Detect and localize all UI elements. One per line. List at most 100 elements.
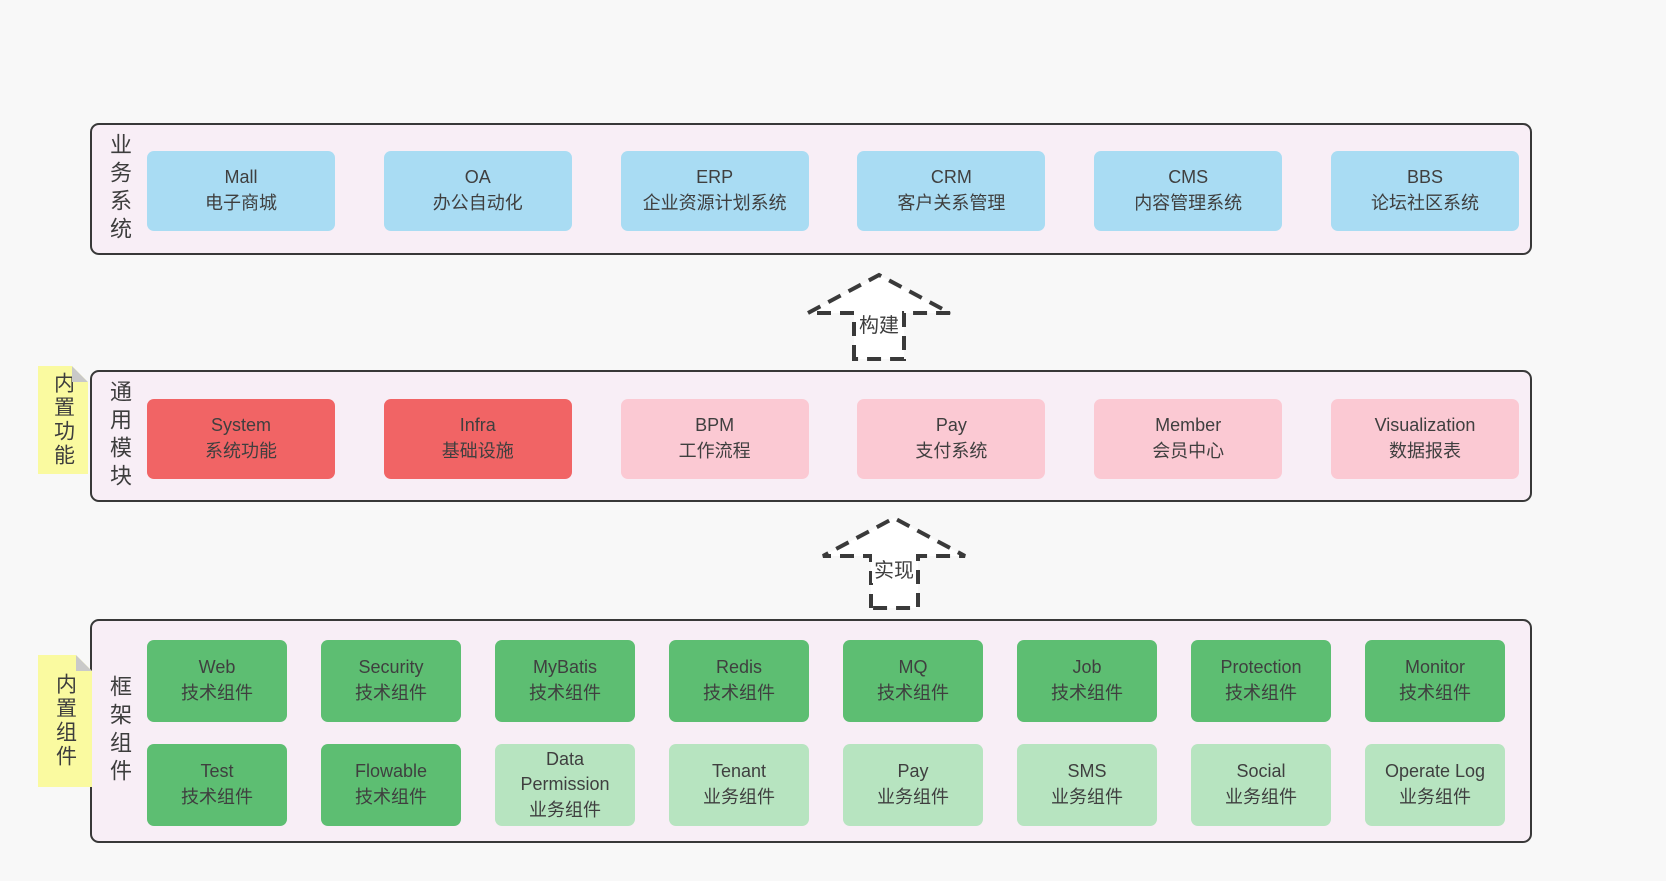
box-name: Redis [715,657,763,678]
box-name: Tenant [711,761,767,782]
band-business-systems: 业务系统 Mall 电子商城 OA 办公自动化 ERP 企业资源计划系统 CRM… [90,123,1532,255]
box-desc: 技术组件 [355,787,427,807]
box-name: ERP [696,167,734,188]
system-box-cms: CMS 内容管理系统 [1094,151,1283,231]
box-name: Infra [459,415,496,436]
box-name: Security [358,657,424,678]
box-name: Data Permission [520,748,610,795]
band-framework-components: 框架组件 Web 技术组件 Security 技术组件 MyBatis 技术组件… [90,619,1532,843]
box-name: Mall [224,167,258,188]
band-label-common-modules: 通用模块 [107,380,132,492]
box-desc: 业务组件 [1051,787,1123,807]
module-box-bpm: BPM 工作流程 [620,399,809,479]
box-name: CRM [930,167,972,188]
box-name: Test [200,761,234,782]
arrow-build: 构建 [805,271,953,361]
module-box-infra: Infra 基础设施 [383,399,572,479]
box-desc: 会员中心 [1152,441,1225,461]
sticky-note-builtin-features: 内置功能 [38,366,88,474]
box-desc: 内容管理系统 [1134,193,1243,213]
component-box-social: Social 业务组件 [1191,744,1331,826]
box-name: MyBatis [532,657,597,678]
box-name: Job [1072,657,1102,678]
box-desc: 办公自动化 [432,193,523,213]
box-name: Pay [935,415,967,436]
module-box-visualization: Visualization 数据报表 [1330,399,1519,479]
box-desc: 技术组件 [355,683,427,703]
box-desc: 技术组件 [181,787,253,807]
box-desc: 业务组件 [529,799,601,820]
sticky-note-builtin-components: 内置组件 [38,655,92,787]
component-box-tenant: Tenant 业务组件 [669,744,809,826]
system-box-crm: CRM 客户关系管理 [857,151,1046,231]
sticky-note-text: 内置组件 [53,673,77,769]
module-box-pay: Pay 支付系统 [857,399,1046,479]
system-box-oa: OA 办公自动化 [383,151,572,231]
box-desc: 业务组件 [703,787,775,807]
box-name: MQ [898,657,928,678]
component-box-redis: Redis 技术组件 [669,640,809,722]
box-name: Social [1236,761,1286,782]
sticky-note-text: 内置功能 [51,372,75,468]
arrow-implement: 实现 [820,514,968,610]
component-box-flowable: Flowable 技术组件 [321,744,461,826]
box-desc: 论坛社区系统 [1370,193,1479,213]
module-box-system: System 系统功能 [147,399,335,479]
box-desc: 技术组件 [877,683,949,703]
box-name: Protection [1220,657,1302,678]
box-name: Flowable [354,761,428,782]
arrow-build-label: 构建 [857,309,901,338]
box-desc: 技术组件 [181,683,253,703]
component-box-data-permission: Data Permission 业务组件 [495,744,635,826]
band-label-business-systems: 业务系统 [107,133,132,245]
box-desc: 业务组件 [877,787,949,807]
module-box-member: Member 会员中心 [1094,399,1283,479]
system-box-mall: Mall 电子商城 [147,151,335,231]
box-name: System [210,415,271,436]
box-name: SMS [1067,761,1107,782]
box-desc: 数据报表 [1388,441,1461,461]
box-name: Pay [897,761,929,782]
box-name: Operate Log [1384,761,1486,782]
component-box-mq: MQ 技术组件 [843,640,983,722]
box-desc: 业务组件 [1399,787,1471,807]
box-desc: 技术组件 [1399,683,1471,703]
framework-components-row-2: Test 技术组件 Flowable 技术组件 Data Permission … [147,744,1505,826]
box-name: Monitor [1404,657,1466,678]
box-name: BPM [695,415,735,436]
box-name: BBS [1406,167,1443,188]
box-desc: 技术组件 [1051,683,1123,703]
component-box-sms: SMS 业务组件 [1017,744,1157,826]
box-desc: 工作流程 [678,441,751,461]
box-desc: 电子商城 [205,193,277,213]
arrow-implement-label: 实现 [872,554,916,583]
box-name: Member [1155,415,1222,436]
component-box-protection: Protection 技术组件 [1191,640,1331,722]
system-box-erp: ERP 企业资源计划系统 [620,151,809,231]
business-systems-row: Mall 电子商城 OA 办公自动化 ERP 企业资源计划系统 CRM 客户关系… [147,151,1519,231]
framework-components-row-1: Web 技术组件 Security 技术组件 MyBatis 技术组件 Redi… [147,640,1505,722]
component-box-monitor: Monitor 技术组件 [1365,640,1505,722]
box-desc: 技术组件 [703,683,775,703]
box-desc: 技术组件 [1225,683,1297,703]
box-name: Web [198,657,236,678]
box-desc: 支付系统 [915,441,988,461]
component-box-mybatis: MyBatis 技术组件 [495,640,635,722]
band-label-framework-components: 框架组件 [107,675,132,787]
box-desc: 系统功能 [205,441,277,461]
component-box-operate-log: Operate Log 业务组件 [1365,744,1505,826]
box-desc: 企业资源计划系统 [642,193,787,213]
box-desc: 客户关系管理 [897,193,1006,213]
component-box-web: Web 技术组件 [147,640,287,722]
component-box-security: Security 技术组件 [321,640,461,722]
band-common-modules: 通用模块 System 系统功能 Infra 基础设施 BPM 工作流程 Pay… [90,370,1532,502]
component-box-job: Job 技术组件 [1017,640,1157,722]
system-box-bbs: BBS 论坛社区系统 [1330,151,1519,231]
common-modules-row: System 系统功能 Infra 基础设施 BPM 工作流程 Pay 支付系统… [147,399,1519,479]
box-name: Visualization [1374,415,1476,436]
box-desc: 技术组件 [529,683,601,703]
box-desc: 基础设施 [441,441,514,461]
component-box-pay: Pay 业务组件 [843,744,983,826]
box-name: OA [464,167,491,188]
component-box-test: Test 技术组件 [147,744,287,826]
